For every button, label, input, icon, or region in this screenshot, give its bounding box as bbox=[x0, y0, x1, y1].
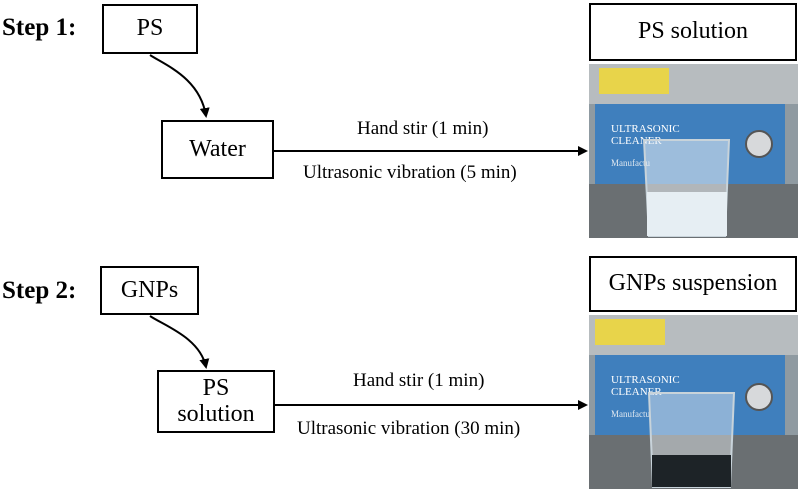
ultrasonic-cleaner-illustration-step2: ULTRASONIC CLEANER Manufactu bbox=[589, 315, 798, 489]
ps-input-box: PS bbox=[102, 4, 198, 54]
ultrasonic-cleaner-photo-step1: ULTRASONIC CLEANER Manufactu bbox=[589, 64, 798, 238]
step1-ultrasonic-label: Ultrasonic vibration (5 min) bbox=[303, 162, 517, 183]
step2-ultrasonic-label: Ultrasonic vibration (30 min) bbox=[297, 418, 521, 439]
step2-hand-stir-label: Hand stir (1 min) bbox=[353, 370, 485, 391]
step1-title: Step 1: bbox=[2, 14, 77, 41]
step1-hand-stir-label: Hand stir (1 min) bbox=[357, 118, 489, 139]
ultrasonic-cleaner-photo-step2: ULTRASONIC CLEANER Manufactu bbox=[589, 315, 798, 489]
step2-title: Step 2: bbox=[2, 277, 77, 304]
ps-solution-result-box: PS solution bbox=[589, 3, 797, 61]
device-text-3: Manufactu bbox=[611, 158, 650, 168]
ps-input-label: PS bbox=[136, 15, 164, 42]
device-text-4: ULTRASONIC bbox=[611, 374, 680, 386]
ps-solution-result-label: PS solution bbox=[637, 18, 749, 45]
gnps-input-label: GNPs bbox=[120, 276, 179, 303]
ps-solution-mixer-box: PS solution bbox=[157, 370, 275, 433]
device-text-6: Manufactu bbox=[611, 409, 650, 419]
gnps-suspension-result-label: GNPs suspension bbox=[608, 270, 778, 297]
ultrasonic-cleaner-illustration-step1: ULTRASONIC CLEANER Manufactu bbox=[589, 64, 798, 238]
device-text-1: ULTRASONIC bbox=[611, 123, 680, 135]
step1-curved-arrow bbox=[149, 54, 210, 118]
gnps-input-box: GNPs bbox=[100, 266, 199, 315]
ps-solution-mixer-label-line1: PS bbox=[202, 375, 230, 402]
step2-curved-arrow bbox=[149, 315, 210, 369]
water-label: Water bbox=[189, 135, 246, 162]
water-box: Water bbox=[161, 120, 274, 179]
gnps-suspension-result-box: GNPs suspension bbox=[589, 256, 797, 312]
ps-solution-mixer-label-line2: solution bbox=[177, 400, 255, 427]
